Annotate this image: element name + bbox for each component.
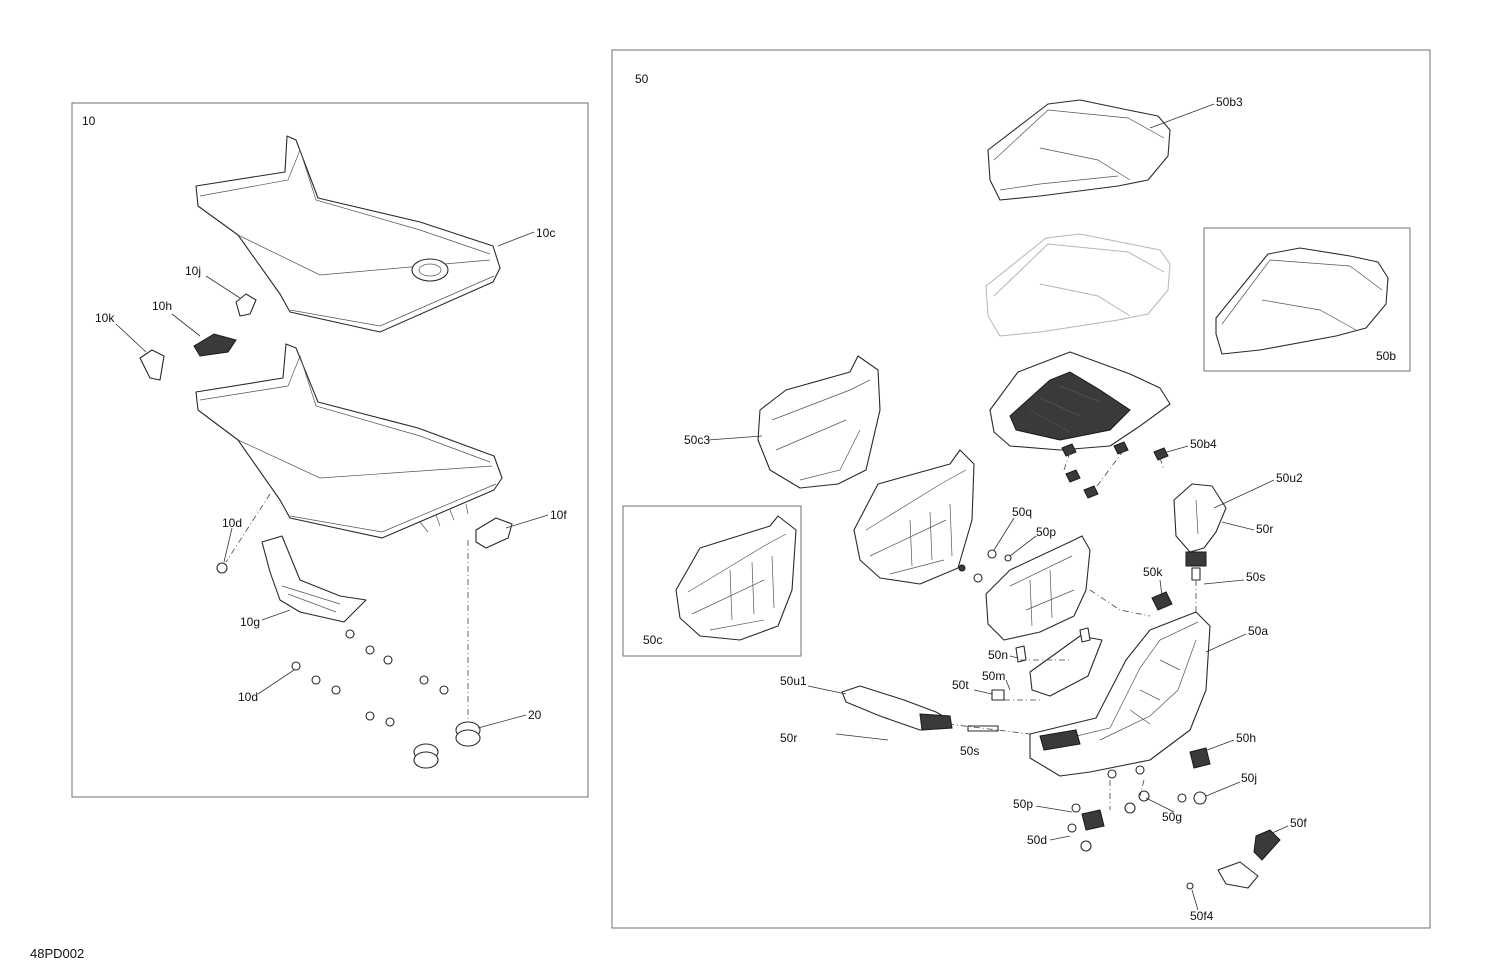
callout-50b: 50b [1376, 349, 1396, 363]
callout-50g: 50g [1162, 810, 1182, 824]
seat-cover-50b3 [987, 99, 1171, 201]
callout-50u2: 50u2 [1276, 471, 1303, 485]
handle-50u2 [1173, 483, 1227, 581]
seat-cover-50b [1215, 247, 1389, 355]
callout-20: 20 [528, 708, 542, 722]
handle-50u1 [841, 685, 953, 731]
seat-frame-50a [1029, 611, 1211, 777]
bumpers-10d [216, 562, 449, 727]
callout-50r-lower: 50r [780, 731, 797, 745]
callout-50p-lower: 50p [1013, 797, 1033, 811]
callout-10g: 10g [240, 615, 260, 629]
screws-50q [958, 549, 1012, 583]
callout-10h: 10h [152, 299, 172, 313]
backrest-50c3 [757, 355, 881, 489]
backrest-50c [675, 515, 797, 641]
hardware-bottom [1067, 747, 1211, 852]
callout-10d-lower: 10d [238, 690, 258, 704]
callout-10f: 10f [550, 508, 567, 522]
seat-ghost [985, 233, 1171, 337]
callout-50s-lower: 50s [960, 744, 979, 758]
callout-50j: 50j [1241, 771, 1257, 785]
drawing-number: 48PD002 [30, 946, 84, 961]
clip-50k [1151, 591, 1173, 611]
clips-50b4 [1061, 441, 1169, 499]
part-10j [235, 293, 257, 317]
callout-50d: 50d [1027, 833, 1047, 847]
callout-50u1: 50u1 [780, 674, 807, 688]
pin-50n-b [1079, 627, 1091, 643]
backrest-middle [853, 449, 975, 585]
rod-50r [835, 733, 889, 741]
clip-50t [991, 689, 1005, 701]
inset-50c-frame [622, 505, 802, 657]
group-10-label: 10 [82, 114, 96, 128]
cover-50m [1029, 635, 1103, 697]
group-50-frame [611, 49, 1431, 929]
callout-50b3: 50b3 [1216, 95, 1243, 109]
part-10k [139, 349, 165, 381]
callout-50t: 50t [952, 678, 969, 692]
callout-50b4: 50b4 [1190, 437, 1217, 451]
inset-50b-frame [1203, 227, 1411, 372]
callout-50m: 50m [982, 669, 1005, 683]
callout-50k: 50k [1143, 565, 1163, 579]
panel-50p [985, 535, 1091, 641]
callout-50f: 50f [1290, 816, 1307, 830]
callout-50a: 50a [1248, 624, 1268, 638]
seat-cover-10c [195, 135, 501, 333]
callout-50s-right: 50s [1246, 570, 1265, 584]
caps-20 [413, 721, 481, 769]
seat-base-50b4 [989, 351, 1171, 451]
seat-base [195, 343, 503, 539]
callout-50c3: 50c3 [684, 433, 710, 447]
group-10-frame [71, 102, 589, 798]
part-10g [261, 535, 367, 623]
callout-50q: 50q [1012, 505, 1032, 519]
callout-50n: 50n [988, 648, 1008, 662]
callout-50p-upper: 50p [1036, 525, 1056, 539]
callout-10k: 10k [95, 311, 115, 325]
callout-50r-upper: 50r [1256, 522, 1273, 536]
hinge-50f [1186, 829, 1281, 890]
callout-50h: 50h [1236, 731, 1256, 745]
part-10h [193, 333, 237, 357]
callout-10c: 10c [536, 226, 555, 240]
callout-50f4: 50f4 [1190, 909, 1214, 923]
part-10f [475, 517, 513, 549]
group-50-label: 50 [635, 72, 649, 86]
callout-10d-upper: 10d [222, 516, 242, 530]
callout-50c: 50c [643, 633, 662, 647]
callout-10j: 10j [185, 264, 201, 278]
